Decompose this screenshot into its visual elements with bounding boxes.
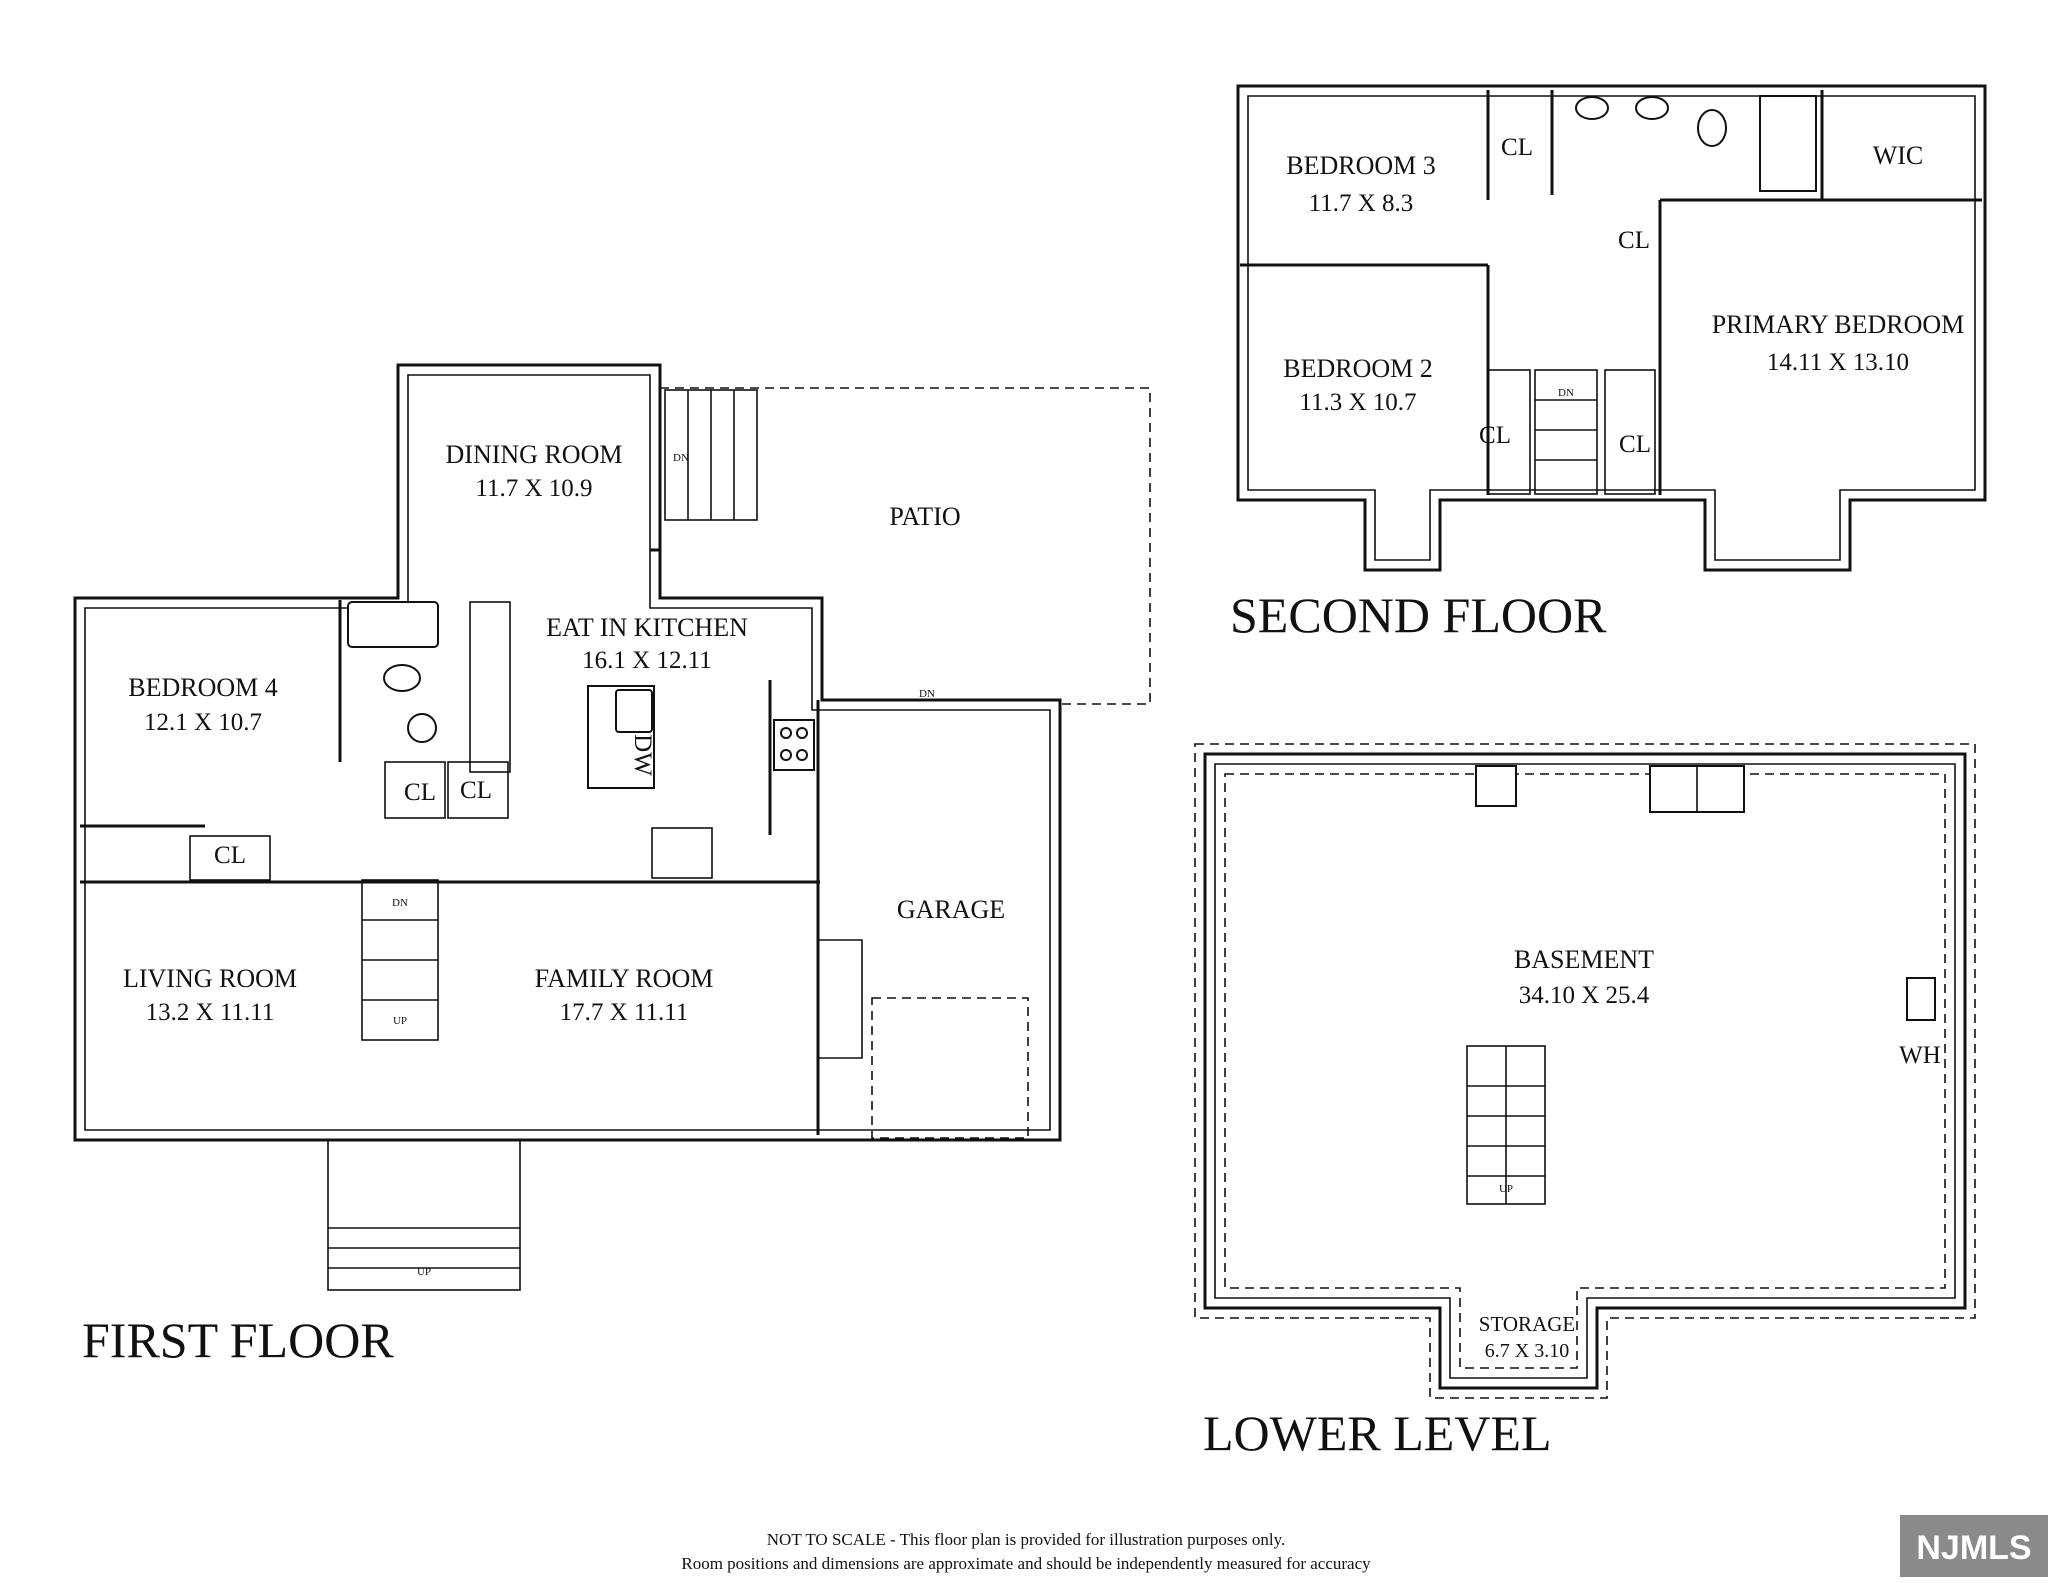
toilet: [383, 664, 421, 692]
bath-sink: [1635, 96, 1669, 120]
closet-bedroom4: [189, 835, 271, 881]
family-room-dims: 17.7 X 11.11: [560, 999, 689, 1026]
first-floor-outer-wall: [73, 363, 1062, 1142]
lower-level-title: LOWER LEVEL: [1203, 1405, 1552, 1461]
kitchen-counter: [651, 827, 713, 879]
second-floor-plan: [1236, 84, 1987, 572]
closet-label: CL: [1479, 422, 1511, 449]
second-floor-outer-wall: [1236, 84, 1987, 572]
disclaimer-line-2: Room positions and dimensions are approx…: [681, 1554, 1371, 1573]
second-floor-stair: [1534, 369, 1598, 495]
bathtub: [347, 601, 439, 648]
garage-label: GARAGE: [897, 895, 1005, 924]
closet-bedroom2: [1487, 369, 1531, 495]
patio-label: PATIO: [889, 502, 960, 531]
lower-level-outer-dash: [1194, 743, 1976, 1399]
patio-outline: [660, 387, 1151, 705]
basement-dims: 34.10 X 25.4: [1519, 982, 1650, 1009]
dining-room-dims: 11.7 X 10.9: [475, 475, 592, 502]
storage-dims: 6.7 X 3.10: [1485, 1340, 1569, 1362]
garage-car-space: [871, 997, 1029, 1139]
closet-hall-2: [447, 761, 509, 819]
logo-background: [1900, 1515, 2048, 1577]
living-room-label: LIVING ROOM: [123, 964, 297, 993]
water-heater: [1906, 977, 1936, 1021]
lower-level-plan: [1194, 743, 1976, 1399]
kitchen-label: EAT IN KITCHEN: [546, 613, 748, 642]
stair-up-label: UP: [1499, 1183, 1513, 1195]
stair-down-label: DN: [673, 452, 689, 464]
living-room-dims: 13.2 X 11.11: [146, 999, 275, 1026]
closet-primary: [1604, 369, 1656, 495]
stair-down-label: DN: [919, 688, 935, 700]
bath-sink: [1575, 96, 1609, 120]
closet-label: CL: [460, 777, 492, 804]
burner: [796, 727, 808, 739]
first-floor-inner-wall: [84, 374, 1051, 1131]
closet-label: CL: [404, 779, 436, 806]
family-room-label: FAMILY ROOM: [535, 964, 714, 993]
stove: [773, 719, 815, 771]
burner: [780, 749, 792, 761]
logo-text: NJMLS: [1916, 1529, 2031, 1567]
first-floor-plan: [73, 363, 1151, 1291]
bedroom2-label: BEDROOM 2: [1283, 354, 1433, 383]
kitchen-dims: 16.1 X 12.11: [582, 647, 712, 674]
bedroom2-dims: 11.3 X 10.7: [1299, 389, 1416, 416]
wic-label: WIC: [1873, 141, 1924, 170]
closet-hall-1: [384, 761, 446, 819]
primary-bedroom-label: PRIMARY BEDROOM: [1712, 310, 1965, 339]
burner: [780, 727, 792, 739]
stair-down-label: DN: [1558, 387, 1574, 399]
fireplace: [818, 939, 863, 1059]
njmls-logo: NJMLS: [1900, 1515, 2048, 1577]
bedroom3-label: BEDROOM 3: [1286, 151, 1436, 180]
first-floor-title: FIRST FLOOR: [82, 1312, 394, 1368]
stair-up-label: UP: [393, 1015, 407, 1027]
primary-bedroom-dims: 14.11 X 13.10: [1767, 349, 1909, 376]
lower-level-inner-dash: [1224, 773, 1946, 1369]
bath-vanity: [469, 601, 511, 773]
second-floor-inner-wall: [1247, 95, 1976, 561]
bedroom4-dims: 12.1 X 10.7: [144, 709, 262, 736]
dining-room-label: DINING ROOM: [446, 440, 623, 469]
burner: [796, 749, 808, 761]
stair-down-label: DN: [392, 897, 408, 909]
bath-sink: [407, 713, 437, 743]
dishwasher-label: DW: [629, 734, 656, 776]
lower-level-inner-wall: [1214, 763, 1956, 1379]
shower: [1759, 95, 1817, 192]
closet-label: CL: [1618, 227, 1650, 254]
water-heater-label: WH: [1899, 1042, 1941, 1069]
second-floor-title: SECOND FLOOR: [1230, 587, 1607, 643]
bedroom4-label: BEDROOM 4: [128, 673, 278, 702]
basement-label: BASEMENT: [1514, 945, 1654, 974]
disclaimer-line-1: NOT TO SCALE - This floor plan is provid…: [767, 1530, 1285, 1549]
stair-up-label: UP: [417, 1266, 431, 1278]
closet-label: CL: [1619, 431, 1651, 458]
front-steps: [327, 1139, 521, 1291]
utility-sink: [1475, 765, 1517, 807]
lower-level-outer-wall: [1203, 752, 1967, 1390]
storage-label: STORAGE: [1479, 1312, 1575, 1336]
bedroom3-dims: 11.7 X 8.3: [1309, 190, 1414, 217]
toilet: [1697, 109, 1727, 147]
closet-label: CL: [1501, 134, 1533, 161]
closet-label: CL: [214, 842, 246, 869]
kitchen-sink: [615, 689, 653, 733]
